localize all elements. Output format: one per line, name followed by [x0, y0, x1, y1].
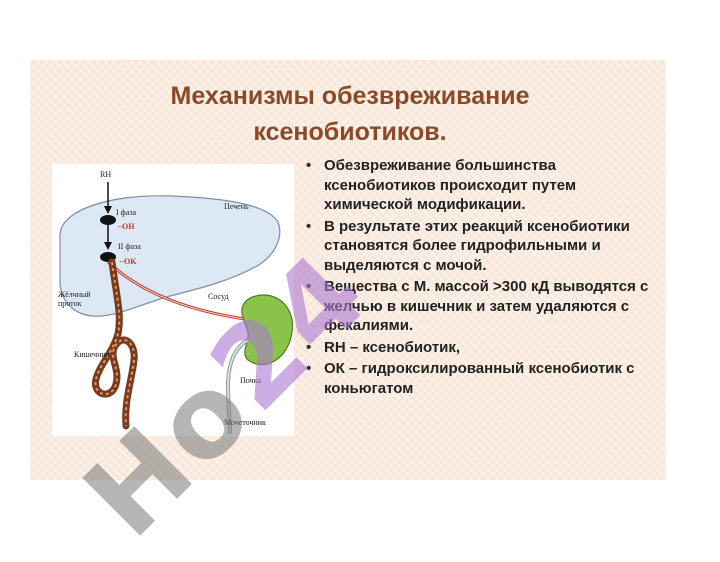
label-vessel: Сосуд	[208, 292, 229, 301]
label-bile-duct-2: проток	[58, 299, 82, 308]
bullet-item: Обезвреживание большинства ксенобиотиков…	[302, 156, 652, 215]
label-ureter: Мочеточник	[224, 418, 266, 427]
diagram-drawing	[59, 182, 293, 435]
title-line-1: Механизмы обезвреживание	[170, 82, 530, 110]
slide-title: Механизмы обезвреживание ксенобиотиков.	[80, 78, 620, 150]
title-line-2: ксенобиотиков.	[253, 118, 447, 146]
bullet-item: Вещества с М. массой >300 кД выводятся с…	[302, 277, 652, 336]
slide: Механизмы обезвреживание ксенобиотиков.	[30, 60, 666, 480]
label-rh: RH	[100, 170, 112, 179]
arrowhead-2	[104, 242, 112, 250]
label-phase2: II фаза	[118, 242, 141, 251]
label-kidney: Почка	[240, 376, 261, 385]
bullet-item: ОК – гидроксилированный ксенобиотик с ко…	[302, 359, 652, 398]
bullet-item: В результате этих реакций ксенобиотики с…	[302, 217, 652, 276]
bullet-list: Обезвреживание большинства ксенобиотиков…	[302, 156, 652, 400]
label-ok: –OK	[120, 257, 137, 266]
label-liver: Печень	[224, 202, 249, 211]
label-bile-duct-1: Жёлчный	[58, 290, 91, 299]
liver-shape	[59, 195, 281, 317]
label-phase1: I фаза	[116, 208, 137, 217]
arrowhead-1	[104, 206, 112, 214]
kidney-shape	[241, 294, 293, 366]
label-intestine: Кишечник	[74, 350, 110, 359]
bullet-item: RH – ксенобиотик,	[302, 338, 652, 358]
phase1-node	[100, 215, 116, 225]
detox-diagram: RH I фаза –OH II фаза –OK Печень Жёлчный…	[52, 164, 294, 436]
label-oh: –OH	[118, 222, 135, 231]
